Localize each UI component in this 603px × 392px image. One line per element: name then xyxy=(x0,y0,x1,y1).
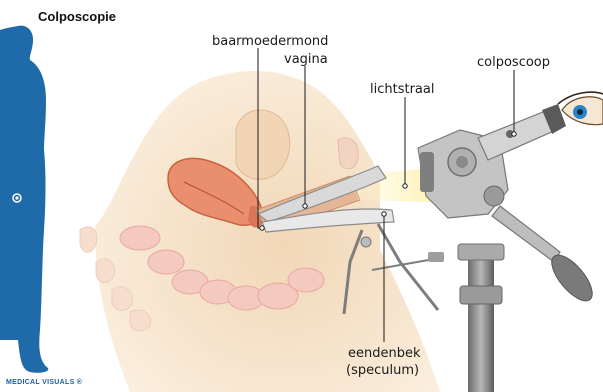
brand-logo: MEDICAL VISUALS ® xyxy=(6,379,82,386)
label-speculum-sub: (speculum) xyxy=(346,363,419,378)
stand-pole xyxy=(468,250,494,392)
colposcope-device xyxy=(418,104,599,392)
label-light: lichtstraal xyxy=(370,82,434,97)
body-silhouette xyxy=(0,26,48,373)
label-speculum: eendenbek xyxy=(348,346,421,361)
label-vagina: vagina xyxy=(284,52,328,67)
bladder xyxy=(236,110,290,179)
eye-icon xyxy=(558,92,603,125)
label-cervix: baarmoedermond xyxy=(212,34,328,49)
diagram-title: Colposcopie xyxy=(38,9,116,24)
pelvis-section xyxy=(80,71,440,392)
pubic-bone xyxy=(338,138,358,169)
label-colposcope: colposcoop xyxy=(477,55,550,70)
